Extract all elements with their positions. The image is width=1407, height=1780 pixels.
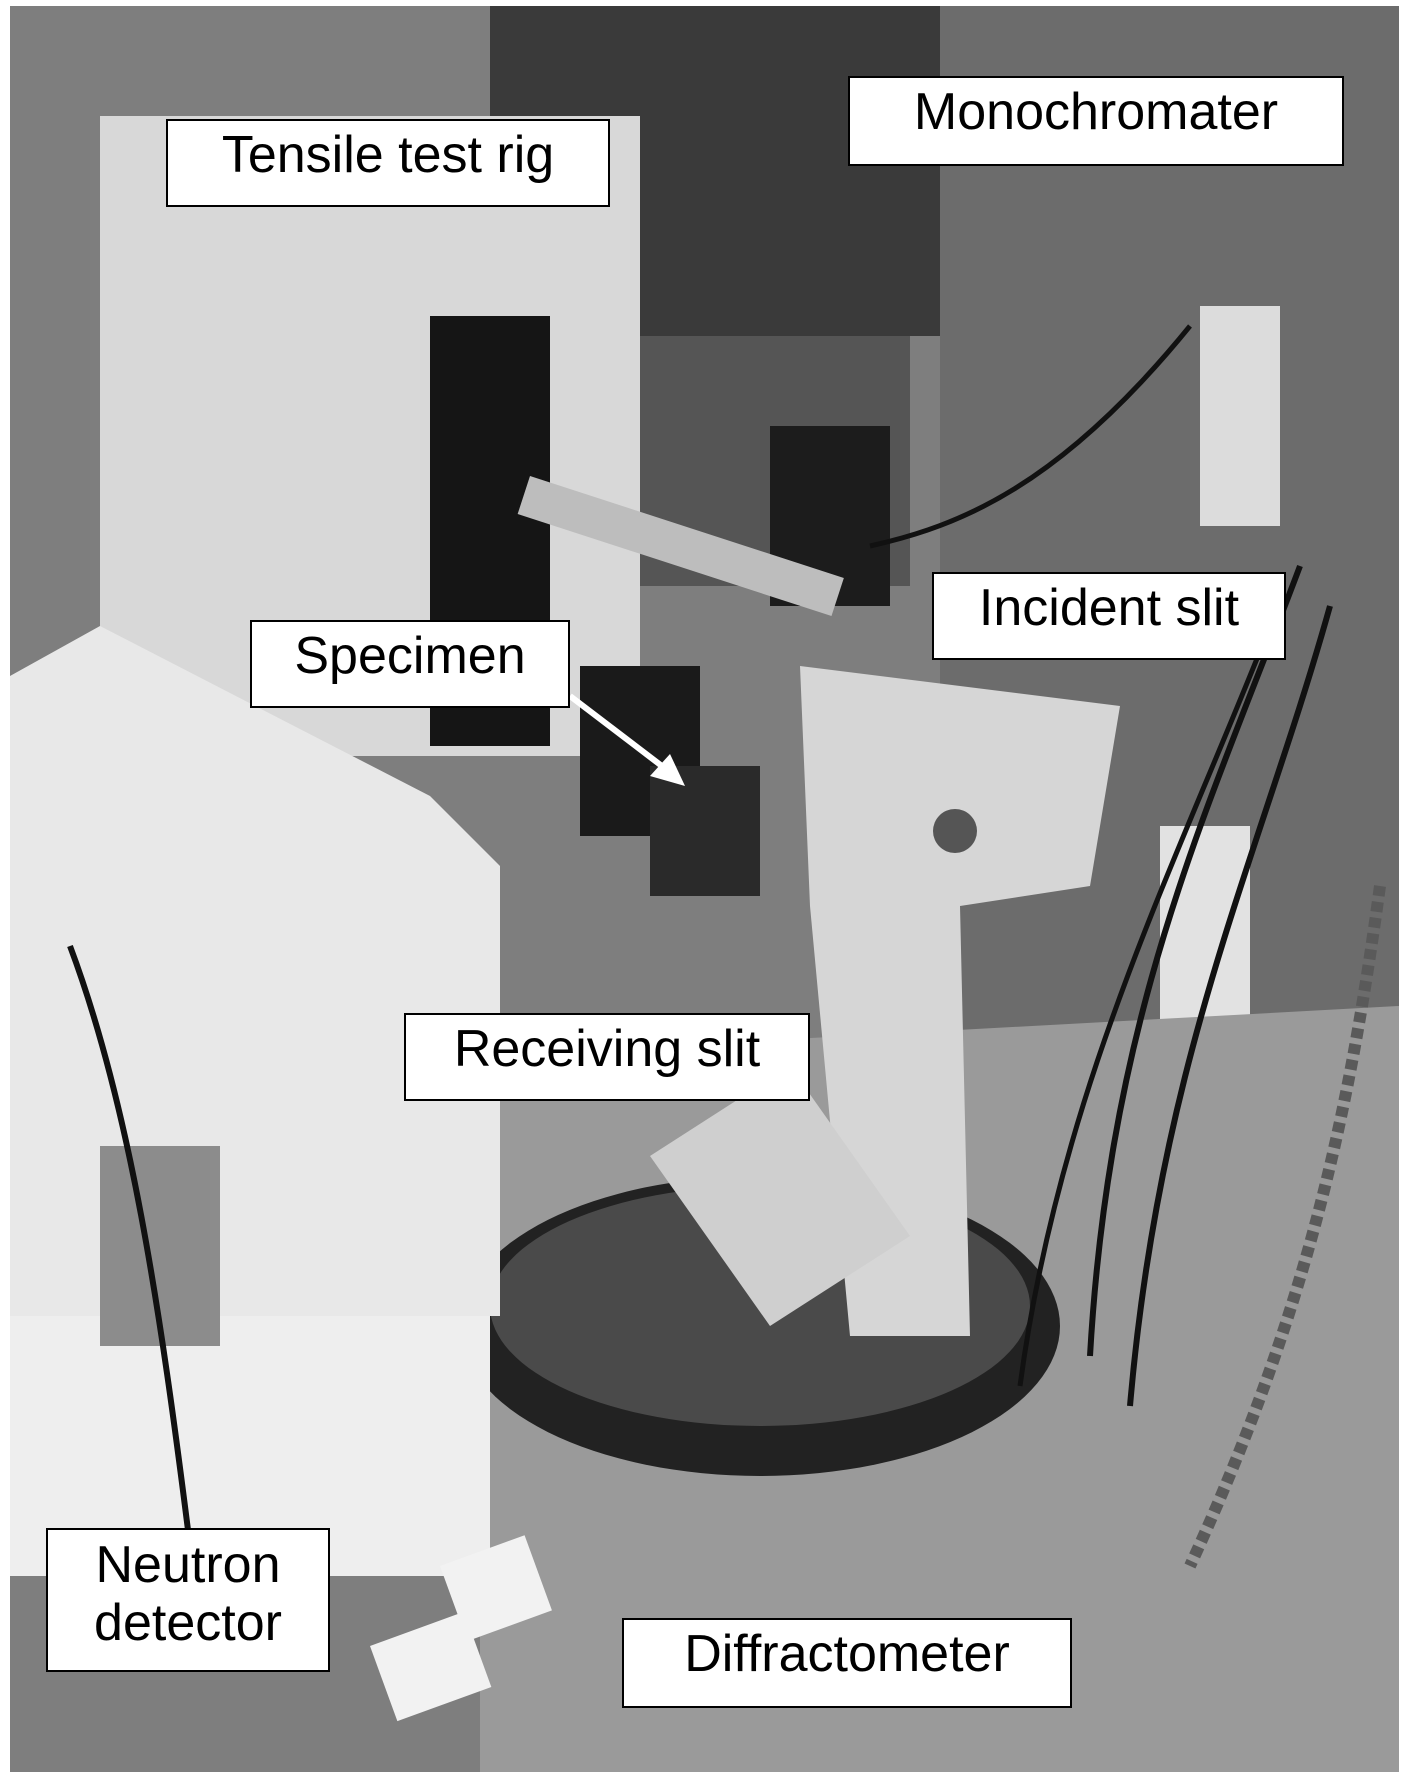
receiving-slit-plate	[650, 1066, 910, 1326]
cable-2	[1127, 605, 1333, 1407]
cable-5	[869, 324, 1192, 549]
specimen-arrow-line	[568, 693, 677, 779]
specimen-arrow-head	[650, 754, 685, 786]
label-receiving-slit: Receiving slit	[404, 1013, 810, 1101]
label-diffractometer: Diffractometer	[622, 1618, 1072, 1708]
chain	[1184, 885, 1386, 1569]
specimen-clamp	[650, 766, 760, 896]
block-1	[439, 1535, 552, 1642]
block-2	[369, 1611, 492, 1722]
label-neutron-detector: Neutron detector	[46, 1528, 330, 1672]
cable-4	[67, 944, 193, 1547]
label-neutron-detector-line2: detector	[94, 1594, 282, 1652]
tensile-rod	[517, 476, 844, 617]
label-specimen: Specimen	[250, 620, 570, 708]
cable-3	[1017, 625, 1273, 1387]
right-bracket	[1200, 306, 1280, 526]
photo	[10, 6, 1399, 1772]
label-neutron-detector-line1: Neutron	[95, 1536, 281, 1594]
incident-slit-arm	[800, 666, 1120, 1336]
knob	[933, 809, 977, 853]
label-monochromater: Monochromater	[848, 76, 1344, 166]
label-tensile-test-rig: Tensile test rig	[166, 119, 610, 207]
cable-1	[1087, 564, 1303, 1357]
photo-illustration	[10, 6, 1399, 1772]
label-incident-slit: Incident slit	[932, 572, 1286, 660]
detector-shield-upper	[10, 626, 500, 1316]
